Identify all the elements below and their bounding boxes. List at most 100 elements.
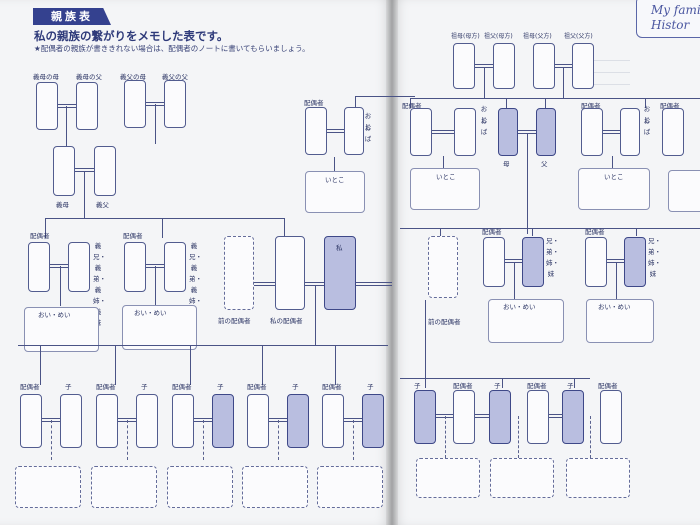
marriage-line <box>603 130 620 134</box>
box-spouse-uncle-r1 <box>410 108 432 156</box>
box-gm-maternal <box>453 43 475 89</box>
marriage-line <box>327 129 344 133</box>
label-cousin-r1: いとこ <box>436 173 456 181</box>
label-child-spouse-2: 配偶者 <box>172 383 192 391</box>
label-spouse-sib-r2: 配偶者 <box>585 228 605 236</box>
label-gm-paternal: 祖母(父方) <box>523 33 552 40</box>
marriage-line <box>254 282 275 286</box>
label-child-2: 子 <box>217 383 224 391</box>
label-spouse-sib2: 配偶者 <box>123 232 143 240</box>
connector-line <box>400 228 700 230</box>
label-nephew-r1: おい・めい <box>503 303 536 311</box>
connector-line <box>532 228 534 236</box>
label-cousin-left: いとこ <box>325 176 345 184</box>
label-child-r0: 子 <box>414 382 421 390</box>
connector-line <box>66 106 68 146</box>
dashed-connector <box>518 416 519 458</box>
label-spouse-sib-r1: 配偶者 <box>482 228 502 236</box>
connector-line <box>425 300 427 378</box>
marriage-line <box>50 264 68 268</box>
connector-line <box>636 228 638 236</box>
marriage-line <box>607 259 624 263</box>
label-nephew-r2: おい・めい <box>598 303 631 311</box>
connector-line <box>335 345 337 385</box>
connector-line <box>502 378 504 388</box>
box-gf-paternal <box>572 43 594 89</box>
label-gf-maternal: 祖父(母方) <box>484 33 513 40</box>
box-child-spouse-r1 <box>453 390 475 444</box>
box-sib-in-law2 <box>164 242 186 292</box>
marriage-line <box>436 414 453 418</box>
label-child-spouse-4: 配偶者 <box>322 383 342 391</box>
label-mother-in-law: 義母 <box>56 201 69 209</box>
label-spouse-uncle: 配偶者 <box>304 99 324 107</box>
label-spouse-uncle-r3: 配偶者 <box>660 102 680 110</box>
connector-line <box>45 218 285 220</box>
box-sibling-r1 <box>522 237 544 287</box>
box-child-4 <box>362 394 384 448</box>
box-child-3 <box>287 394 309 448</box>
connector-line <box>545 98 547 108</box>
connector-line <box>190 345 192 385</box>
box-grandchild-2 <box>167 466 233 508</box>
label-nephew-left2: おい・めい <box>134 309 167 317</box>
connector-line <box>527 134 529 234</box>
box-aunt-r2 <box>620 108 640 156</box>
label-nephew-left1: おい・めい <box>38 311 71 319</box>
marriage-line <box>305 282 324 286</box>
label-child-spouse-0: 配偶者 <box>20 383 40 391</box>
box-grandchild-4 <box>317 466 383 508</box>
label-former-spouse-right: 前の配偶者 <box>428 318 461 326</box>
ruled-line <box>590 84 630 85</box>
box-sibling-r2 <box>624 237 646 287</box>
connector-line <box>574 378 576 388</box>
label-spouse-father-mother: 義父の母 <box>120 73 146 81</box>
box-child-r2 <box>562 390 584 444</box>
label-gf-paternal: 祖父(父方) <box>564 33 593 40</box>
box-me <box>324 236 356 310</box>
marriage-line <box>75 168 94 172</box>
marriage-line <box>518 130 536 134</box>
box-grandchild-1 <box>91 466 157 508</box>
connector-line <box>60 266 62 306</box>
box-spouse-sib1 <box>28 242 50 292</box>
connector-line <box>155 266 157 306</box>
connector-line <box>355 96 357 107</box>
box-child-1 <box>136 394 158 448</box>
box-spouse-father-mother <box>124 80 146 128</box>
label-spouse-father-father: 義父の父 <box>162 73 188 81</box>
box-grandchild-r2 <box>566 458 630 498</box>
label-my-spouse: 私の配偶者 <box>270 317 303 325</box>
label-child-3: 子 <box>292 383 299 391</box>
marriage-line <box>475 64 493 68</box>
box-cousin-r1 <box>410 168 480 210</box>
box-child-r1 <box>489 390 511 444</box>
label-child-spouse-r1: 配偶者 <box>453 382 473 390</box>
box-grandchild-r1 <box>490 458 554 498</box>
connector-line <box>484 68 486 98</box>
dashed-connector <box>51 420 52 460</box>
dashed-connector <box>353 420 354 460</box>
box-spouse-mother-father <box>76 82 98 130</box>
vlabel-oba-r2: おば <box>643 117 651 136</box>
box-spouse-father-father <box>164 80 186 128</box>
connector-line <box>410 98 700 100</box>
ruled-line <box>590 72 630 73</box>
connector-line <box>284 218 286 238</box>
vlabel-siblings-r1: 兄・弟・姉・妹 <box>546 237 559 278</box>
connector-line <box>45 218 47 238</box>
box-child-spouse-3 <box>247 394 269 448</box>
label-mother: 母 <box>503 160 510 168</box>
box-grandchild-3 <box>242 466 308 508</box>
dashed-connector <box>203 420 204 460</box>
box-spouse-sib2 <box>124 242 146 292</box>
label-me: 私 <box>336 244 343 252</box>
label-child-r1: 子 <box>494 382 501 390</box>
page-note: ★配偶者の親族が書ききれない場合は、配偶者のノートに書いてもらいましょう。 <box>34 44 310 53</box>
marriage-line <box>555 64 572 68</box>
box-father-in-law <box>94 146 116 196</box>
vlabel-oba-r1: おば <box>480 117 488 136</box>
connector-line <box>262 345 264 385</box>
label-spouse-uncle-r1: 配偶者 <box>402 102 422 110</box>
